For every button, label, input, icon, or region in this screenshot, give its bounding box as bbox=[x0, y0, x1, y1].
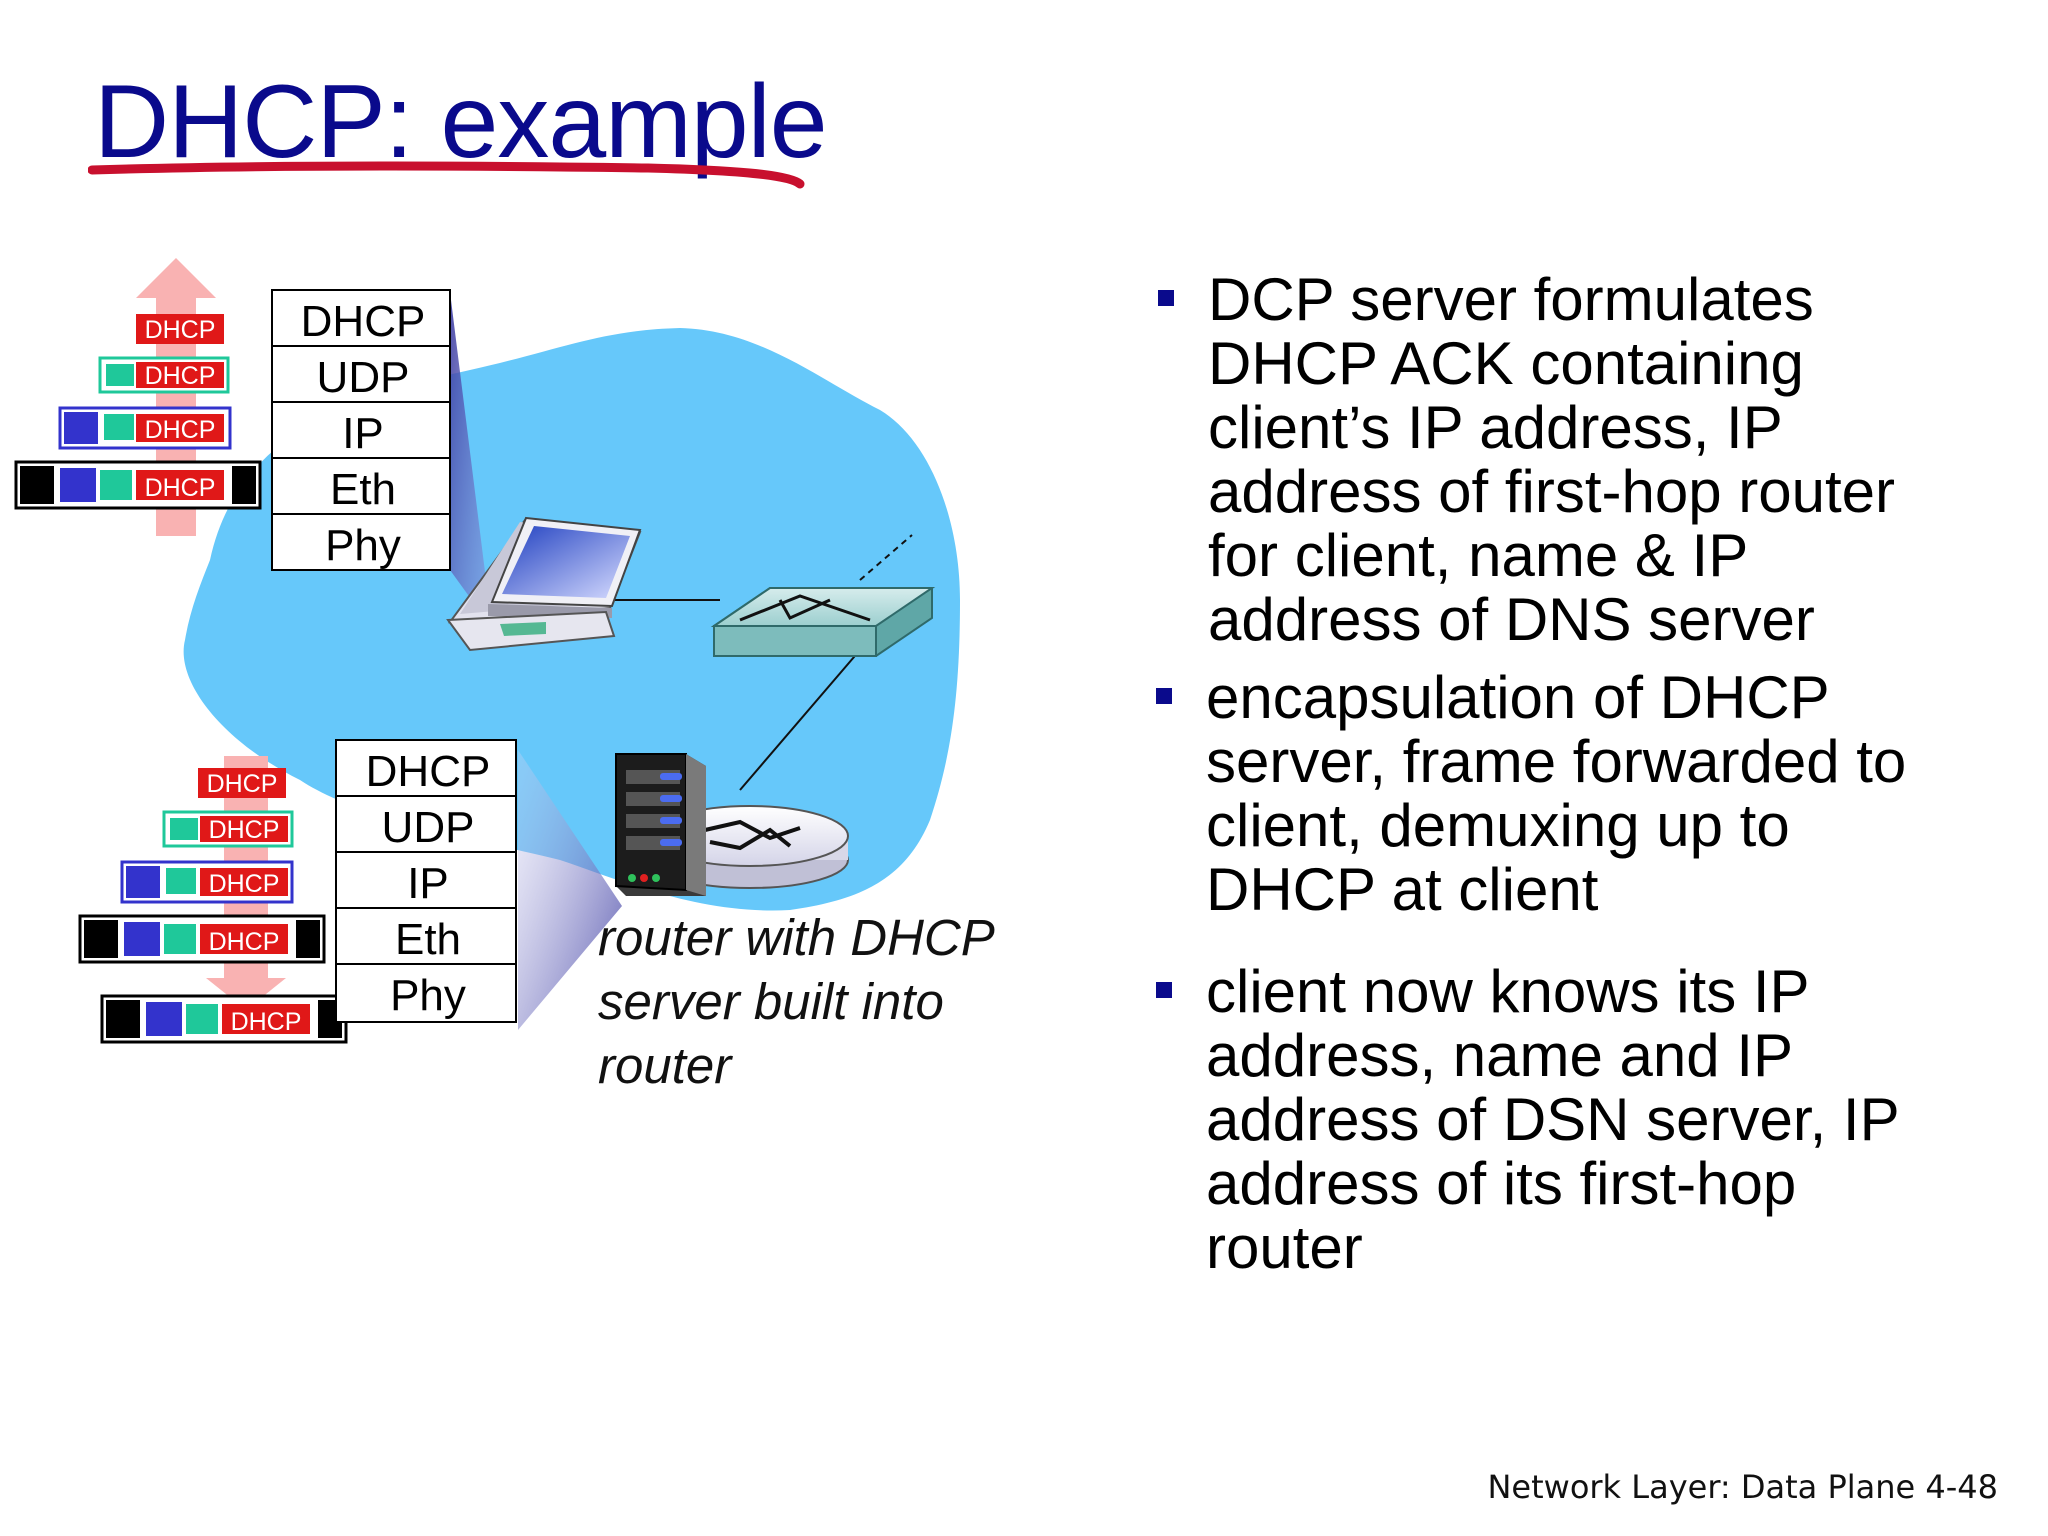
upper-packet-4: DHCP bbox=[14, 460, 262, 510]
title-underline bbox=[88, 161, 805, 189]
stack-layer-dhcp: DHCP bbox=[366, 747, 491, 796]
packet-label: DHCP bbox=[209, 816, 280, 844]
bullet-text: client now knows its IP address, name an… bbox=[1206, 958, 1899, 1281]
stack-layer-phy: Phy bbox=[390, 971, 466, 1020]
switch-icon bbox=[710, 587, 936, 657]
stack-layer-dhcp: DHCP bbox=[301, 297, 426, 346]
stack-layer-eth: Eth bbox=[330, 465, 396, 514]
stack-layer-ip: IP bbox=[407, 859, 449, 908]
upper-protocol-stack: DHCP UDP IP Eth Phy bbox=[271, 289, 451, 571]
lower-packet-2: DHCP bbox=[162, 810, 294, 848]
link-switch-router bbox=[739, 649, 861, 791]
bullet-marker bbox=[1158, 290, 1174, 306]
stack-layer-ip: IP bbox=[342, 409, 384, 458]
packet-label: DHCP bbox=[145, 474, 216, 502]
lower-packet-3: DHCP bbox=[120, 860, 294, 904]
packet-label: DHCP bbox=[145, 316, 216, 344]
slide-footer: Network Layer: Data Plane 4-48 bbox=[1487, 1468, 1998, 1506]
packet-label: DHCP bbox=[145, 362, 216, 390]
lower-protocol-stack: DHCP UDP IP Eth Phy bbox=[335, 739, 517, 1023]
stack-layer-udp: UDP bbox=[382, 803, 475, 852]
packet-label: DHCP bbox=[209, 870, 280, 898]
bullet-item: DCP server formulates DHCP ACK containin… bbox=[1158, 268, 1968, 652]
bullet-marker bbox=[1156, 982, 1172, 998]
lower-packet-5: DHCP bbox=[100, 994, 348, 1044]
upper-packet-2: DHCP bbox=[98, 356, 230, 394]
upper-stack-beam bbox=[450, 292, 492, 628]
bullet-text: encapsulation of DHCP server, frame forw… bbox=[1206, 664, 1907, 923]
server-icon bbox=[615, 753, 706, 896]
packet-label: DHCP bbox=[209, 928, 280, 956]
lower-packet-4: DHCP bbox=[78, 914, 326, 964]
stack-layer-phy: Phy bbox=[325, 521, 401, 570]
laptop-icon bbox=[446, 516, 642, 652]
packet-label: DHCP bbox=[145, 416, 216, 444]
stack-layer-udp: UDP bbox=[317, 353, 410, 402]
link-switch-out bbox=[859, 534, 913, 581]
upper-packet-3: DHCP bbox=[58, 406, 232, 450]
lower-stack-beam bbox=[518, 750, 622, 1030]
bullet-marker bbox=[1156, 688, 1172, 704]
slide-title: DHCP: example bbox=[94, 64, 828, 180]
upper-packet-1: DHCP bbox=[136, 314, 224, 344]
packet-label: DHCP bbox=[231, 1008, 302, 1036]
bullet-item: client now knows its IP address, name an… bbox=[1156, 960, 1966, 1280]
lower-packet-1: DHCP bbox=[198, 768, 286, 798]
packet-label: DHCP bbox=[207, 770, 278, 798]
router-caption: router with DHCP server built into route… bbox=[598, 909, 993, 1094]
bullet-item: encapsulation of DHCP server, frame forw… bbox=[1156, 666, 1966, 922]
stack-layer-eth: Eth bbox=[395, 915, 461, 964]
bullet-text: DCP server formulates DHCP ACK containin… bbox=[1208, 266, 1895, 653]
